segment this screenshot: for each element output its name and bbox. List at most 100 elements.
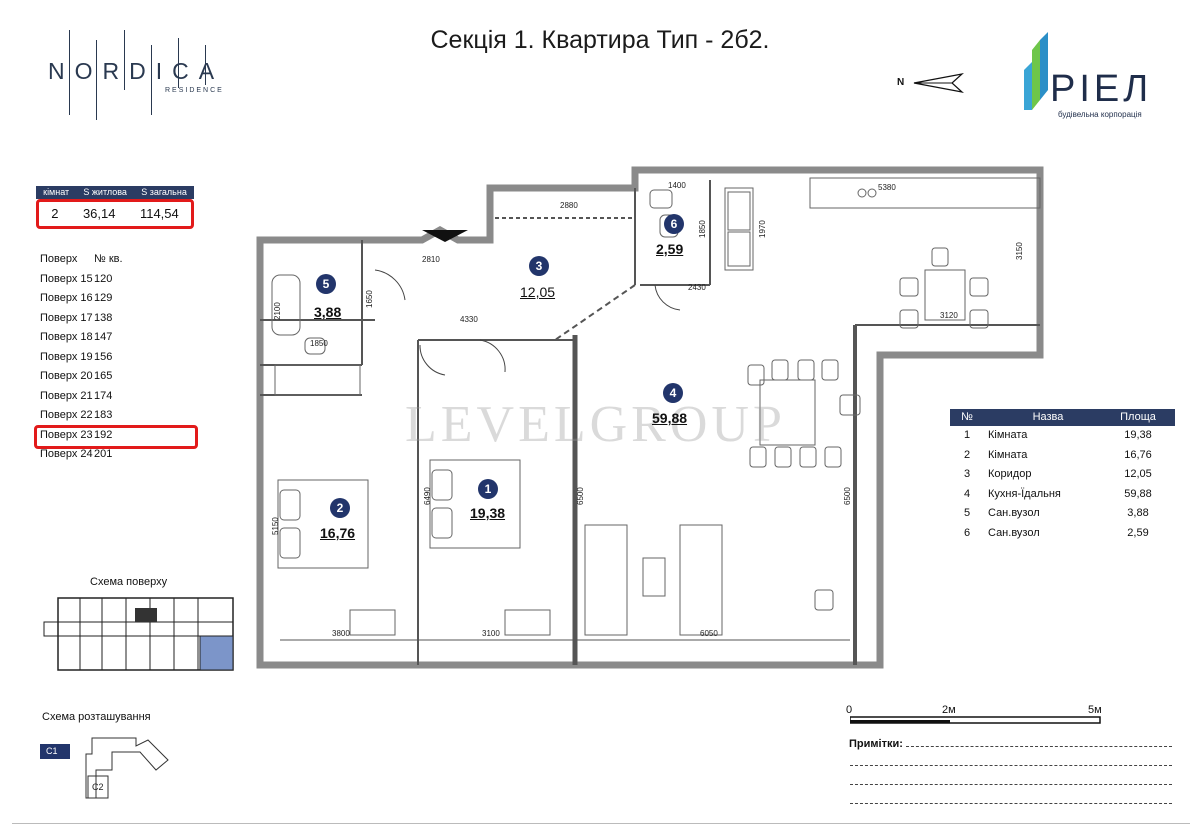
apt-number: 192 — [94, 428, 113, 441]
scale-mid: 2м — [942, 704, 956, 716]
page-title: Секція 1. Квартира Тип - 2б2. — [430, 26, 770, 54]
dim-2880: 2880 — [560, 201, 578, 210]
rooms-table-header: № Назва Площа — [950, 409, 1175, 426]
table-row: 3 Коридор 12,05 — [950, 465, 1175, 485]
dim-5380: 5380 — [878, 183, 896, 192]
table-row: 1 Кімната 19,38 — [950, 426, 1175, 446]
room-badge-3: 3 — [529, 256, 549, 276]
room-area-5: 3,88 — [314, 304, 342, 320]
room-name: Кімната — [988, 448, 1028, 461]
floor-header-apt: № кв. — [94, 253, 123, 265]
room-name: Сан.вузол — [988, 507, 1040, 519]
scale-zero: 0 — [846, 704, 853, 716]
room-area-3: 12,05 — [520, 284, 556, 300]
apt-number: 138 — [94, 311, 113, 324]
apartment-summary: кімнат S житлова S загальна 2 36,14 114,… — [36, 186, 194, 229]
notes-line — [906, 746, 1172, 747]
room-badge-6: 6 — [664, 214, 684, 234]
location-c1-label: C1 — [46, 746, 58, 756]
summary-total-value: 114,54 — [139, 206, 179, 221]
room-number: 2 — [963, 448, 971, 461]
room-area: 12,05 — [1124, 468, 1152, 480]
room-badge-1: 1 — [478, 479, 498, 499]
dim-2100: 2100 — [273, 302, 282, 320]
developer-name: РІЕЛ — [1050, 68, 1153, 110]
notes-label: Примітки: — [849, 738, 903, 750]
dim-5150: 5150 — [271, 517, 280, 535]
floor-list-header: Поверх № кв. — [40, 250, 123, 270]
floor-name: Поверх 18 — [40, 331, 93, 343]
floor-name: Поверх 23 — [40, 428, 93, 441]
header-area: Площа — [1120, 411, 1156, 423]
apt-number: 201 — [94, 448, 113, 460]
floor-name: Поверх 16 — [40, 292, 93, 304]
floor-name: Поверх 15 — [40, 272, 93, 285]
room-area: 2,59 — [1127, 526, 1149, 539]
developer-subtitle: будівельна корпорація — [1058, 110, 1142, 119]
room-name: Кімната — [988, 429, 1028, 441]
floor-scheme-thumbnail — [43, 597, 234, 671]
room-name: Кухня-Їдальня — [988, 487, 1061, 500]
summary-rooms-value: 2 — [51, 206, 59, 221]
room-badge-5: 5 — [316, 274, 336, 294]
room-area-1: 19,38 — [470, 505, 506, 521]
apt-number: 174 — [94, 389, 113, 402]
floor-name: Поверх 24 — [40, 448, 93, 460]
floor-name: Поверх 21 — [40, 389, 93, 402]
apt-number: 147 — [94, 331, 113, 343]
room-area: 19,38 — [1124, 429, 1152, 441]
summary-header-total: S загальна — [141, 187, 187, 197]
room-number: 3 — [963, 468, 971, 480]
dim-3150: 3150 — [1015, 242, 1024, 260]
scale-end: 5м — [1088, 704, 1102, 716]
summary-header-rooms: кімнат — [43, 187, 70, 197]
dim-1970: 1970 — [758, 220, 767, 238]
room-area-6: 2,59 — [656, 241, 684, 257]
room-name: Коридор — [988, 468, 1032, 480]
page-frame-line — [12, 823, 1190, 824]
apt-number: 156 — [94, 350, 113, 363]
room-number: 1 — [963, 429, 971, 441]
north-arrow-icon — [913, 73, 964, 93]
dim-1850a: 1850 — [698, 220, 707, 238]
floor-plan: 2880 1400 5380 1850 1970 3150 2810 1650 … — [256, 166, 1044, 669]
notes-line — [850, 803, 1172, 804]
north-label: N — [897, 77, 905, 88]
floor-name: Поверх 17 — [40, 311, 93, 324]
brand-logo-text: NORDICA — [48, 58, 225, 84]
floor-name: Поверх 19 — [40, 350, 93, 363]
summary-header: кімнат S житлова S загальна — [36, 186, 194, 199]
dim-4330: 4330 — [460, 315, 478, 324]
location-c2-label: C2 — [92, 782, 104, 792]
room-area: 16,76 — [1124, 448, 1152, 461]
room-number: 4 — [963, 487, 971, 500]
apt-number: 129 — [94, 292, 113, 304]
dim-6050: 6050 — [700, 629, 718, 638]
floor-scheme-title: Схема поверху — [90, 576, 168, 588]
dim-2810: 2810 — [422, 255, 440, 264]
developer-logo-icon — [1024, 32, 1048, 110]
room-area-4: 59,88 — [652, 410, 688, 426]
dim-3120: 3120 — [940, 311, 958, 320]
apt-number: 120 — [94, 272, 113, 285]
table-row: 2 Кімната 16,76 — [950, 446, 1175, 466]
apt-number: 183 — [94, 409, 113, 421]
room-badge-2: 2 — [330, 498, 350, 518]
dim-3800: 3800 — [332, 629, 350, 638]
scale-bar — [850, 716, 1101, 724]
dim-1850b: 1850 — [310, 339, 328, 348]
floor-name: Поверх 22 — [40, 409, 93, 421]
